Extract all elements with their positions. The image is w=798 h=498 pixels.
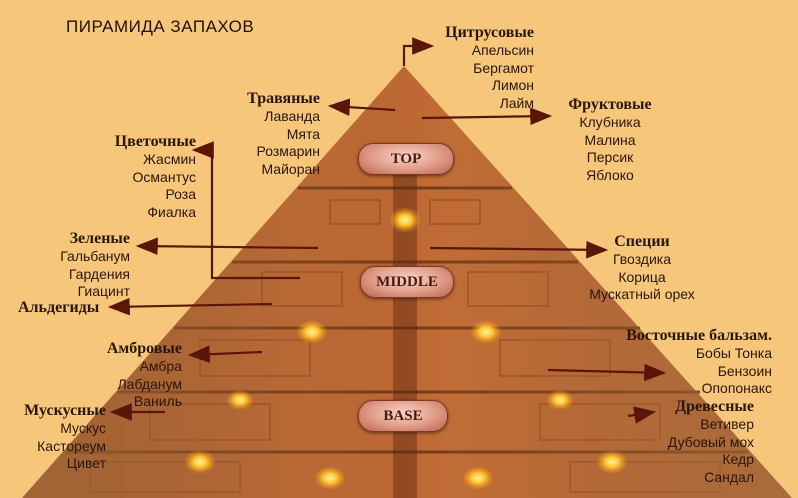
- list-item: Гардения: [68, 265, 130, 282]
- list-item: Амбра: [139, 358, 182, 374]
- group-aldehyde: Альдегиды: [18, 298, 99, 317]
- group-musk-title: Мускусные: [24, 402, 106, 419]
- list-item: Мускус: [60, 420, 106, 436]
- connector-arrows: [107, 37, 667, 424]
- arrow-spices: [429, 240, 609, 259]
- list-item: Клубника: [579, 114, 641, 130]
- arrow-herbal: [327, 98, 396, 116]
- level-top-badge: TOP: [358, 143, 454, 175]
- list-item: Сандал: [704, 468, 754, 485]
- page-title: ПИРАМИДА ЗАПАХОВ: [66, 17, 255, 36]
- list-item: Корица: [618, 268, 666, 285]
- group-woody: Древесные Ветивер Дубовый мох Кедр Санда…: [640, 397, 754, 486]
- pyramid-lights: [184, 207, 628, 490]
- group-woody-title: Древесные: [675, 398, 754, 415]
- group-amber: Амбровые Амбра Лабданум Ваниль: [84, 339, 182, 411]
- list-item: Мускатный орех: [589, 286, 695, 302]
- arrow-aldehyde: [107, 297, 273, 316]
- arrow-fruity: [421, 107, 553, 126]
- list-item: Кедр: [722, 451, 754, 467]
- group-amber-title: Амбровые: [106, 340, 182, 357]
- list-item: Фиалка: [147, 203, 196, 220]
- list-item: Гиацинт: [77, 283, 130, 299]
- group-fruity: Фруктовые Клубника Малина Персик Яблоко: [553, 95, 667, 184]
- list-item: Кастореум: [37, 437, 106, 454]
- list-item: Малина: [584, 131, 636, 148]
- group-citrus-title: Цитрусовые: [445, 24, 534, 41]
- group-musk: Мускусные Мускус Кастореум Цивет: [14, 401, 106, 473]
- list-item: Гвоздика: [612, 251, 672, 267]
- level-base-badge: BASE: [358, 400, 448, 432]
- list-item: Яблоко: [586, 166, 634, 183]
- list-item: Гальбанум: [60, 248, 130, 264]
- group-fruity-title: Фруктовые: [568, 96, 652, 113]
- list-item: Бензоин: [717, 362, 772, 379]
- list-item: Майоран: [261, 160, 320, 177]
- list-item: Персик: [586, 149, 634, 165]
- list-item: Лабданум: [117, 375, 182, 392]
- arrow-woody: [627, 406, 657, 424]
- level-middle-badge: MIDDLE: [360, 266, 454, 298]
- group-herbal: Травяные Лаванда Мята Розмарин Майоран: [228, 89, 320, 178]
- list-item: Лаванда: [264, 108, 320, 124]
- group-herbal-title: Травяные: [247, 90, 320, 107]
- group-aldehyde-title: Альдегиды: [18, 299, 100, 316]
- list-item: Цивет: [66, 455, 106, 471]
- group-citrus: Цитрусовые Апельсин Бергамот Лимон Лайм: [420, 23, 534, 112]
- list-item: Лимон: [491, 77, 534, 93]
- arrow-amber: [187, 345, 263, 363]
- group-oriental-title: Восточные бальзам.: [626, 327, 772, 344]
- list-item: Дубовый мох: [667, 433, 754, 450]
- list-item: Апельсин: [471, 42, 534, 58]
- group-floral: Цветочные Жасмин Османтус Роза Фиалка: [96, 132, 196, 221]
- arrow-oriental: [547, 363, 667, 382]
- group-spices: Специи Гвоздика Корица Мускатный орех: [553, 232, 731, 304]
- list-item: Жасмин: [142, 151, 196, 167]
- arrow-green: [135, 237, 319, 256]
- group-oriental: Восточные бальзам. Бобы Тонка Бензоин Оп…: [608, 326, 772, 398]
- list-item: Лайм: [499, 94, 534, 111]
- group-floral-title: Цветочные: [114, 133, 196, 150]
- list-item: Роза: [165, 186, 196, 202]
- group-green: Зеленые Гальбанум Гардения Гиацинт: [20, 229, 130, 301]
- list-item: Опопонакс: [701, 380, 772, 396]
- arrow-citrus: [402, 37, 435, 66]
- arrow-floral: [191, 141, 300, 280]
- list-item: Бобы Тонка: [695, 345, 772, 361]
- group-spices-title: Специи: [614, 233, 670, 250]
- group-green-title: Зеленые: [69, 230, 130, 247]
- list-item: Ваниль: [133, 393, 182, 409]
- list-item: Мята: [286, 125, 320, 142]
- list-item: Бергамот: [473, 59, 534, 76]
- list-item: Османтус: [132, 168, 196, 185]
- list-item: Ветивер: [700, 416, 754, 432]
- list-item: Розмарин: [256, 143, 320, 159]
